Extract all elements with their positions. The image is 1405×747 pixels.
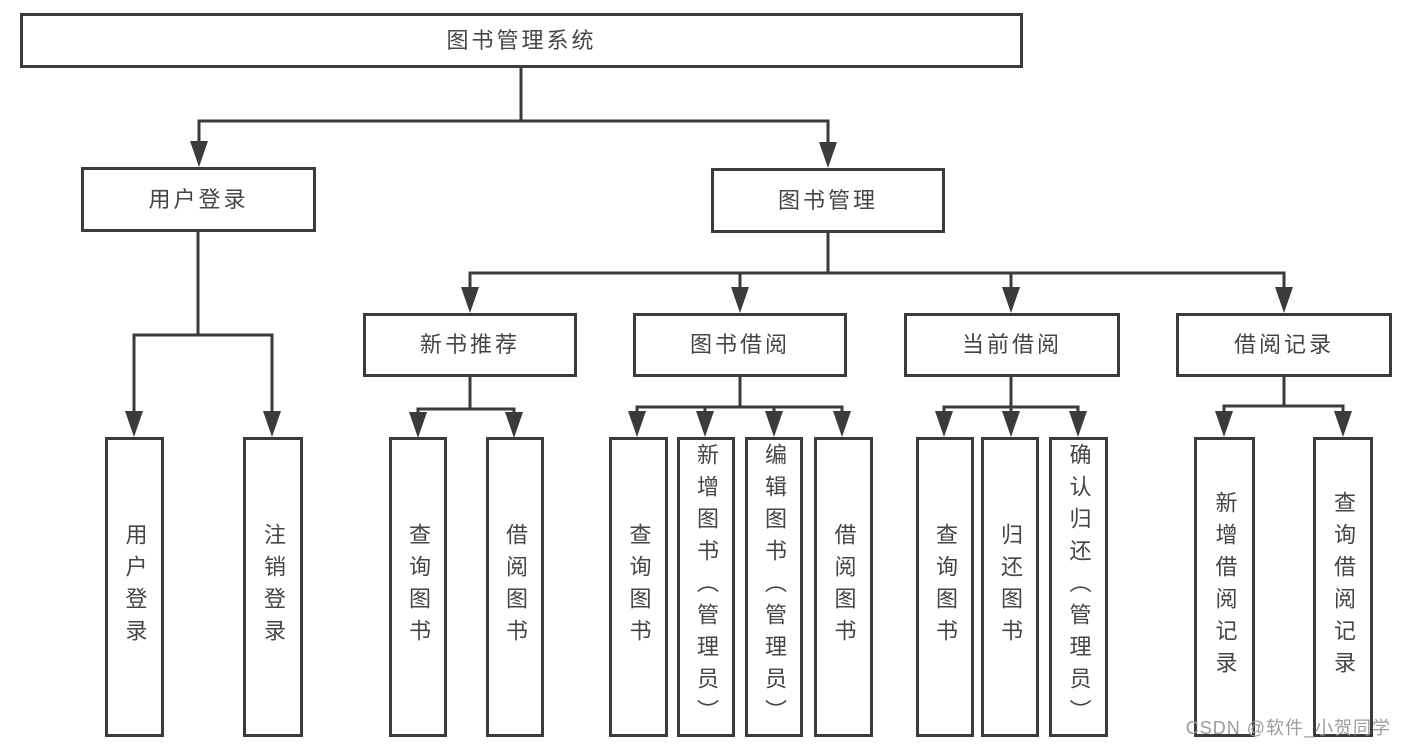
leaf-borrow-books-recommend: 借阅图书 <box>486 437 544 737</box>
arrowhead-user-login <box>190 141 208 167</box>
leaf-add-borrow-record: 新增借阅记录 <box>1194 437 1255 737</box>
node-book-borrow-label: 图书借阅 <box>689 332 790 357</box>
node-borrow-records: 借阅记录 <box>1176 313 1392 377</box>
arrowhead-book-management <box>819 142 837 168</box>
leaf-query-books-borrow-label: 查询图书 <box>626 523 652 651</box>
leaf-query-borrow-record-label: 查询借阅记录 <box>1331 491 1356 683</box>
leaf-logout-login: 注销登录 <box>243 437 303 737</box>
leaf-edit-books-admin: 编辑图书（管理员） <box>745 437 803 737</box>
leaf-logout-login-label: 注销登录 <box>261 523 286 651</box>
leaf-return-books-label: 归还图书 <box>998 523 1023 651</box>
leaf-add-borrow-record-label: 新增借阅记录 <box>1212 491 1238 683</box>
arrowhead-book-borrow <box>731 287 749 313</box>
node-user-login-label: 用户登录 <box>148 186 249 212</box>
leaf-borrow-books: 借阅图书 <box>814 437 873 737</box>
arrowhead-leaf-borrow-books <box>833 411 851 437</box>
leaf-borrow-books-label: 借阅图书 <box>831 523 857 651</box>
leaf-confirm-return-admin-label: 确认归还（管理员） <box>1066 443 1092 731</box>
node-user-login: 用户登录 <box>81 167 316 232</box>
leaf-add-books-admin: 新增图书（管理员） <box>677 437 735 737</box>
node-new-book-recommend-label: 新书推荐 <box>419 332 520 357</box>
arrowhead-leaf-query-books-borrow <box>628 411 646 437</box>
node-book-borrow: 图书借阅 <box>633 313 847 377</box>
arrowhead-current-borrow <box>1002 287 1020 313</box>
arrowhead-leaf-query-books-current <box>935 411 953 437</box>
arrowhead-leaf-return-books <box>1002 411 1020 437</box>
leaf-query-books-current-label: 查询图书 <box>933 523 958 651</box>
node-current-borrow-label: 当前借阅 <box>961 332 1062 357</box>
arrowhead-leaf-logout <box>263 411 281 437</box>
watermark: CSDN @软件_小贺同学 <box>1185 718 1391 738</box>
arrowhead-leaf-add-borrow-record <box>1215 411 1233 437</box>
node-root: 图书管理系统 <box>20 13 1023 68</box>
node-book-management-label: 图书管理 <box>777 187 878 213</box>
arrowhead-leaf-user-login <box>125 411 143 437</box>
arrowhead-leaf-query-books-recommend <box>409 412 427 438</box>
arrowhead-leaf-edit-books-admin <box>765 411 783 437</box>
leaf-user-login: 用户登录 <box>105 437 164 737</box>
node-new-book-recommend: 新书推荐 <box>363 313 577 377</box>
arrowhead-leaf-confirm-return <box>1069 411 1087 437</box>
leaf-query-books-recommend-label: 查询图书 <box>406 523 431 651</box>
leaf-query-books-recommend: 查询图书 <box>389 437 447 737</box>
node-root-label: 图书管理系统 <box>446 27 597 53</box>
arrowhead-leaf-add-books-admin <box>696 411 714 437</box>
leaf-confirm-return-admin: 确认归还（管理员） <box>1049 437 1108 737</box>
leaf-borrow-books-recommend-label: 借阅图书 <box>503 523 528 651</box>
node-current-borrow: 当前借阅 <box>904 313 1120 377</box>
node-book-management: 图书管理 <box>711 168 945 233</box>
leaf-add-books-admin-label: 新增图书（管理员） <box>694 443 719 731</box>
arrowhead-leaf-borrow-books-recommend <box>505 412 523 438</box>
leaf-return-books: 归还图书 <box>981 437 1039 737</box>
leaf-query-books-borrow: 查询图书 <box>609 437 668 737</box>
arrowhead-leaf-query-borrow-record <box>1334 411 1352 437</box>
arrowhead-new-book-recommend <box>461 287 479 313</box>
arrowhead-borrow-records <box>1275 287 1293 313</box>
leaf-query-borrow-record: 查询借阅记录 <box>1313 437 1373 737</box>
node-borrow-records-label: 借阅记录 <box>1233 332 1334 357</box>
leaf-user-login-label: 用户登录 <box>122 523 148 651</box>
leaf-query-books-current: 查询图书 <box>916 437 974 737</box>
leaf-edit-books-admin-label: 编辑图书（管理员） <box>762 443 787 731</box>
